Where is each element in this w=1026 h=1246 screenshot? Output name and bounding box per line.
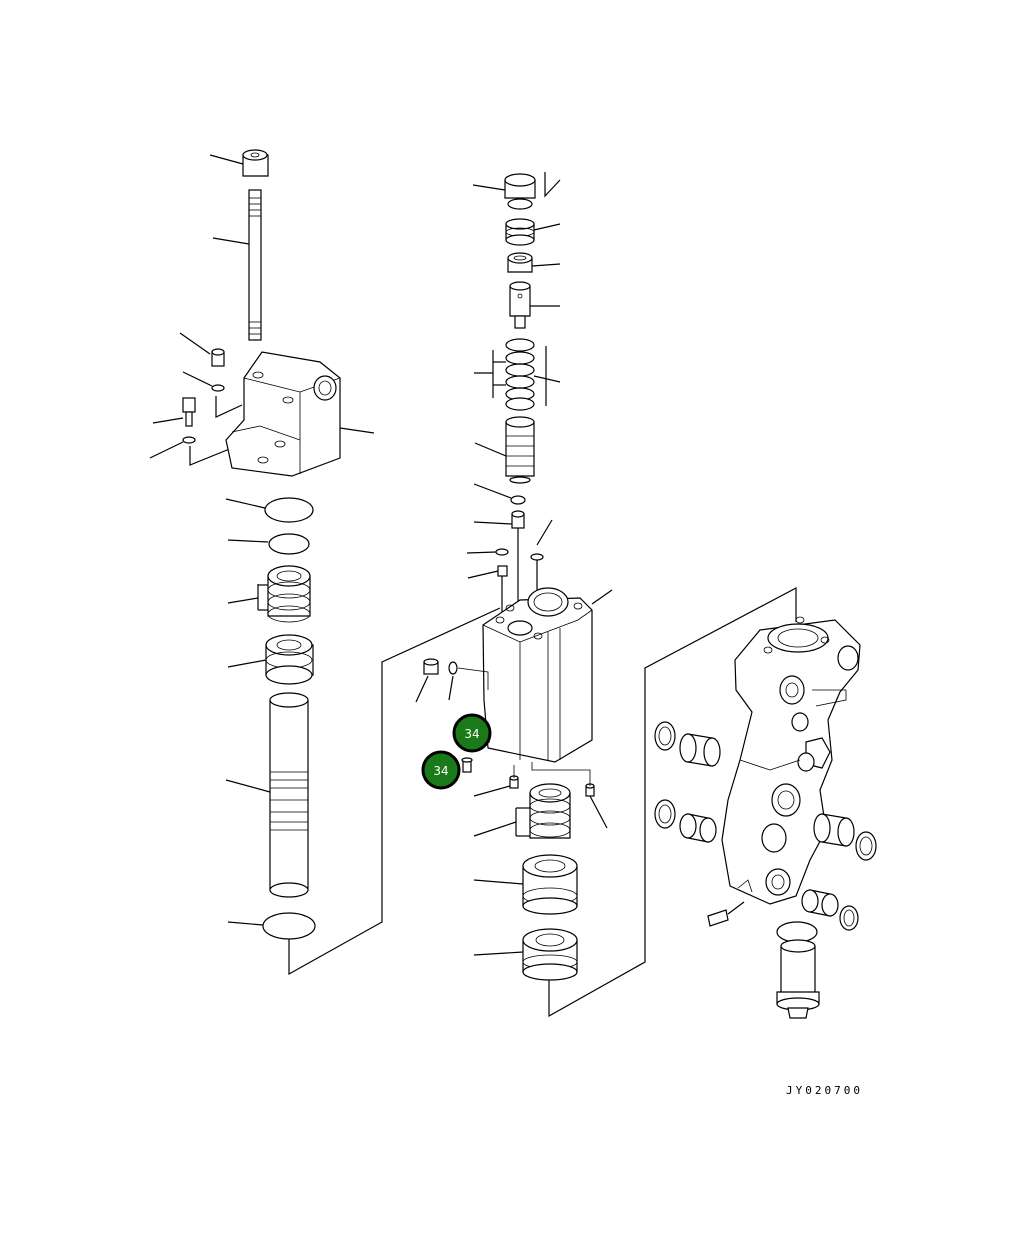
center-piston [509, 281, 560, 329]
callout-badge-circle [452, 713, 492, 753]
drawing-code: JY020700 [786, 1084, 863, 1097]
center-collar [507, 252, 561, 273]
right-bushings [654, 721, 721, 843]
center-spool [474, 416, 535, 484]
center-springs [474, 338, 561, 411]
center-top-cap [472, 172, 561, 210]
right-valve-body [721, 616, 861, 905]
callout-badge[interactable]: 34 [421, 750, 461, 790]
center-retainer-upper [473, 854, 578, 915]
center-spring-stack [473, 783, 571, 839]
right-side-bushings [801, 813, 877, 931]
left-spool [225, 692, 309, 898]
right-small-fitting [707, 901, 745, 927]
left-bottom-o-ring [227, 607, 501, 976]
threaded-rod [212, 189, 262, 341]
callout-badge[interactable]: 34 [452, 713, 492, 753]
left-spring-stack [227, 565, 311, 623]
left-valve-body [225, 351, 375, 477]
center-plug [505, 218, 561, 246]
left-retainer [227, 634, 314, 685]
left-bolts [149, 332, 243, 466]
callout-badge-circle [421, 750, 461, 790]
center-lower-fittings [473, 762, 608, 829]
center-side-plugs [415, 658, 490, 773]
right-cylinder-cap [776, 921, 820, 1019]
center-retainer-lower [473, 587, 797, 1018]
left-assembly [149, 149, 501, 976]
top-nut [209, 149, 269, 177]
right-assembly [654, 616, 877, 1019]
callout-badge-label: 34 [433, 764, 448, 778]
center-valve-body [457, 587, 613, 763]
left-o-rings [225, 497, 314, 555]
center-assembly [415, 172, 797, 1018]
center-fittings [466, 483, 553, 628]
callout-badge-label: 34 [464, 727, 479, 741]
